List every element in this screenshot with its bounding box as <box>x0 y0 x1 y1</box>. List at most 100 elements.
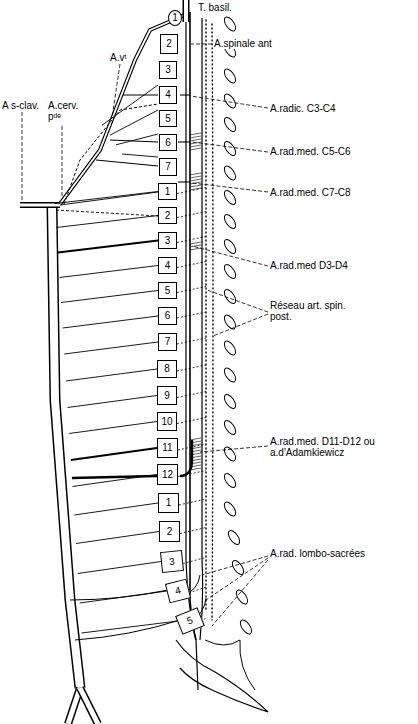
vertebral-body: 1 <box>158 183 177 200</box>
leader-line <box>207 290 268 312</box>
vertebra-number: 5 <box>165 286 171 296</box>
posterior-branch <box>177 262 206 268</box>
sacrum-outline <box>176 640 268 712</box>
subclavian-artery-lumen <box>20 204 60 207</box>
medullary-branch <box>190 185 201 187</box>
vertebra-number: 6 <box>165 138 171 148</box>
vertebral-body: 5 <box>159 110 177 127</box>
radicular-artery <box>178 141 190 142</box>
anatomy-label: A.rad.med. D11-D12 ou a.d'Adamkiewicz <box>270 436 398 458</box>
segmental-artery <box>78 562 161 574</box>
radicular-artery <box>110 140 158 142</box>
vertebra-number: 12 <box>162 470 173 480</box>
posterior-branch <box>177 287 206 293</box>
lumbosacral-artery <box>70 575 206 640</box>
spinous-process <box>222 238 238 256</box>
segmental-artery <box>66 369 157 381</box>
spinal-cord-outline <box>200 18 203 640</box>
anterior-spinal-artery <box>190 12 196 640</box>
leader-line <box>192 183 268 192</box>
leader-line <box>192 246 268 266</box>
vertebra-number: 2 <box>167 527 173 537</box>
leader-line <box>62 126 63 198</box>
vertebral-body: 2 <box>160 34 178 54</box>
posterior-branch <box>180 528 206 534</box>
radicular-artery <box>102 85 158 125</box>
radicular-artery <box>116 134 158 145</box>
medullary-branch <box>190 139 201 141</box>
spinous-process <box>222 288 238 306</box>
medullary-branch <box>190 179 201 181</box>
spinous-process <box>222 164 238 182</box>
spinous-process <box>222 15 238 33</box>
anatomy-label: A.radic. C3-C4 <box>270 103 336 114</box>
vertebral-body: 7 <box>158 333 177 351</box>
medullary-branch <box>190 133 201 135</box>
vertebral-body: 1 <box>158 493 179 513</box>
vertebra-number: 8 <box>164 364 170 374</box>
segmental-artery <box>56 210 158 216</box>
vertebra-number: 10 <box>161 417 172 427</box>
medullary-branch <box>190 188 201 190</box>
leader-line <box>212 560 268 626</box>
medullary-branch <box>190 242 201 244</box>
spinous-process <box>222 472 238 490</box>
spinous-process <box>222 500 238 518</box>
leader-line <box>206 558 268 600</box>
vertebra-number: 5 <box>165 114 171 124</box>
vertebra-number: 1 <box>166 498 172 508</box>
radicular-artery <box>180 94 190 95</box>
segmental-artery <box>64 342 158 354</box>
spinous-process <box>222 213 238 231</box>
spinous-process <box>222 140 238 158</box>
segmental-artery <box>60 192 158 205</box>
anatomy-label: A.spinale ant <box>214 38 272 49</box>
spinous-process <box>222 393 238 411</box>
vertebral-body: 4 <box>165 579 191 604</box>
vertebra-number: 11 <box>162 443 172 453</box>
subclavian-artery <box>20 202 60 208</box>
vertebra-number: 1 <box>172 13 178 23</box>
posterior-branch <box>177 237 206 243</box>
vertebra-number: 4 <box>165 261 171 271</box>
vertebral-body: 3 <box>159 61 177 79</box>
anatomy-label: T. basil. <box>198 2 232 13</box>
spinous-process <box>238 618 254 636</box>
segmental-artery <box>61 291 158 303</box>
posterior-spinal-network <box>212 24 213 620</box>
anatomy-label: Réseau art. spin. post. <box>270 300 362 322</box>
vertebral-body: 8 <box>157 360 177 378</box>
segmental-artery <box>74 503 158 515</box>
vertebral-body: 2 <box>158 207 177 224</box>
vertebra-number: 1 <box>165 187 171 197</box>
spinous-process <box>222 366 238 384</box>
posterior-branch <box>183 558 206 564</box>
vertebral-body: 3 <box>158 232 177 249</box>
posterior-branch <box>177 212 206 218</box>
anatomy-label: A.rad.med. C5-C6 <box>270 146 351 157</box>
vertebral-body: 7 <box>159 158 177 176</box>
vertebra-number: 6 <box>165 311 171 321</box>
posterior-spinal-network <box>205 20 206 610</box>
posterior-branch <box>177 338 206 344</box>
iliac-artery-lumen <box>68 688 80 724</box>
aorta-lumen <box>52 205 80 688</box>
posterior-branch <box>177 365 206 371</box>
vertebra-number: 3 <box>165 65 171 75</box>
segmental-artery <box>71 448 157 460</box>
vertebra-number: 9 <box>164 391 170 401</box>
leader-line <box>213 314 268 336</box>
vertebra-number: 2 <box>165 211 171 221</box>
vertebra-number: 7 <box>165 162 171 172</box>
radicular-artery <box>178 181 190 182</box>
vertebral-body: 5 <box>158 282 177 299</box>
leader-line <box>112 64 120 118</box>
vertebral-body: 2 <box>159 521 180 542</box>
vertebral-body: 6 <box>159 134 177 151</box>
vertebral-body: 3 <box>160 550 184 573</box>
spinous-process <box>222 339 238 357</box>
anatomy-label: A.rad.med D3-D4 <box>270 260 348 271</box>
segmental-artery <box>63 316 158 328</box>
leader-line <box>191 44 212 45</box>
